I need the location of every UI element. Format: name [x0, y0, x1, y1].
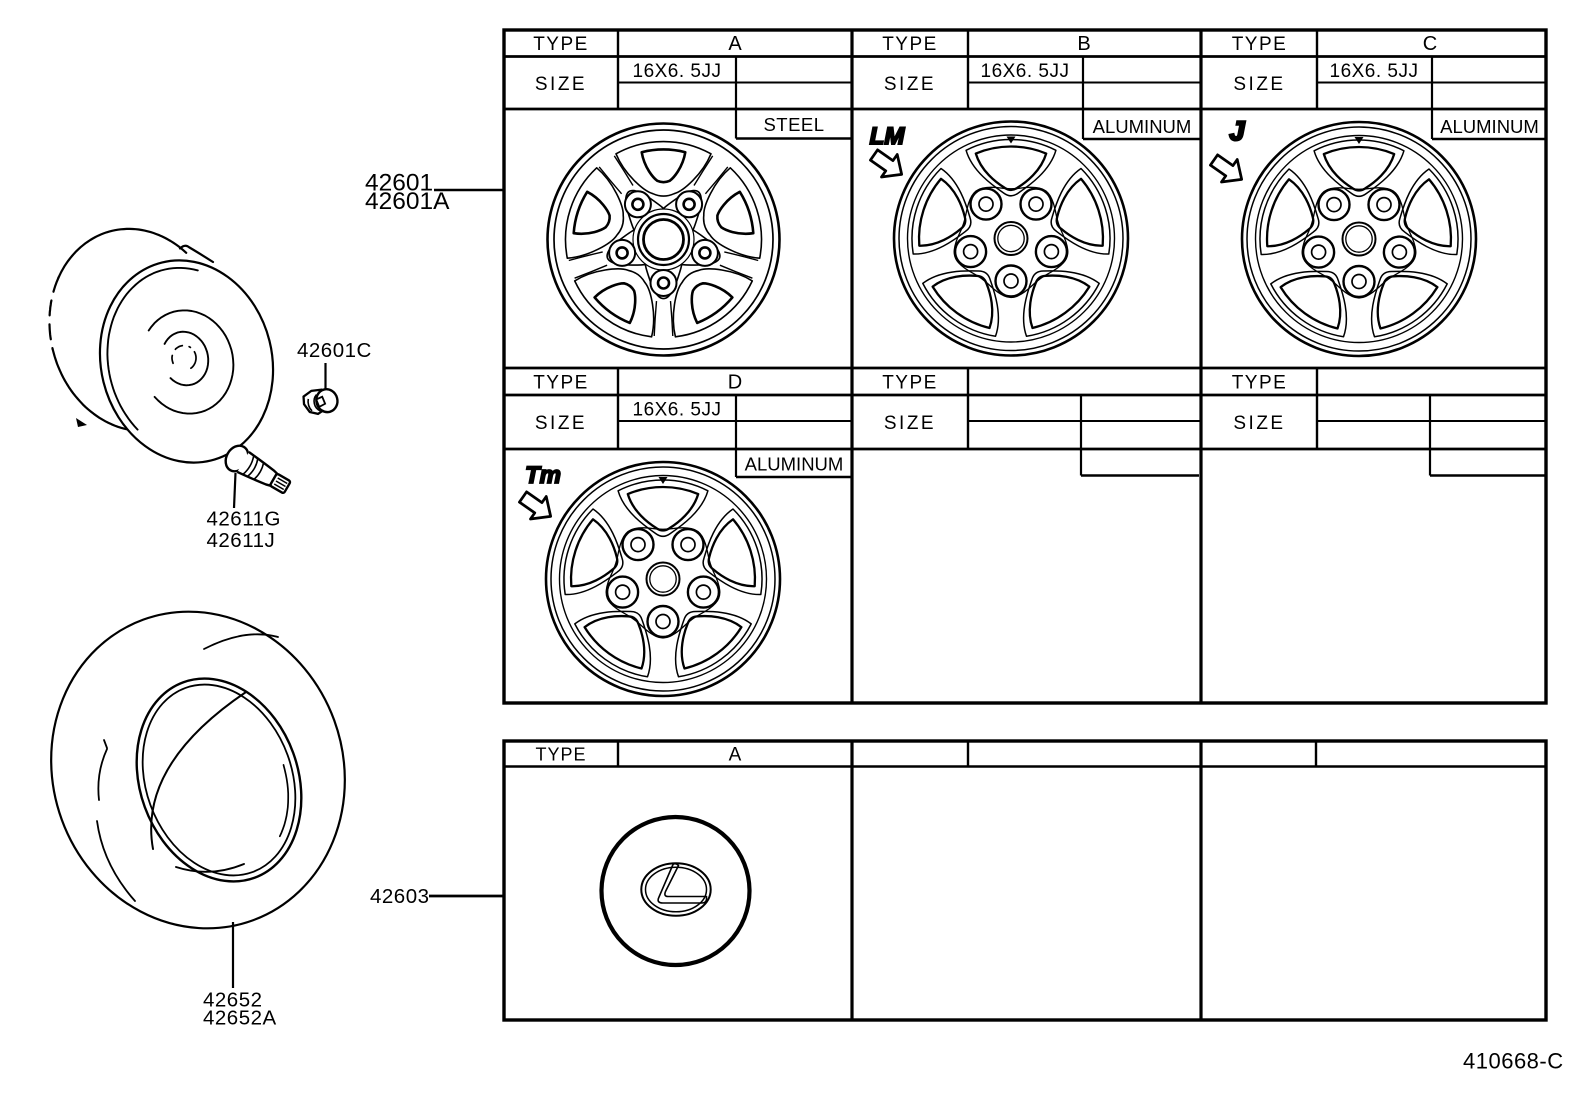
svg-text:410668-C: 410668-C	[1463, 1049, 1564, 1074]
svg-text:42603: 42603	[370, 885, 430, 908]
svg-text:42652A: 42652A	[203, 1007, 277, 1030]
svg-text:D: D	[728, 372, 742, 394]
svg-text:A: A	[729, 745, 742, 766]
svg-text:LM: LM	[870, 123, 906, 150]
svg-text:SIZE: SIZE	[884, 74, 936, 95]
svg-text:TYPE: TYPE	[882, 34, 938, 55]
svg-text:ALUMINUM: ALUMINUM	[1093, 116, 1192, 137]
svg-text:SIZE: SIZE	[884, 413, 936, 434]
svg-text:42611G: 42611G	[207, 508, 281, 531]
svg-text:TYPE: TYPE	[533, 34, 589, 55]
svg-text:42611J: 42611J	[207, 529, 276, 552]
svg-text:16X6. 5JJ: 16X6. 5JJ	[633, 61, 722, 82]
svg-text:42601: 42601	[365, 170, 433, 197]
svg-text:TYPE: TYPE	[882, 373, 938, 394]
svg-text:SIZE: SIZE	[535, 413, 587, 434]
svg-text:SIZE: SIZE	[1233, 413, 1285, 434]
svg-text:J: J	[1229, 116, 1245, 146]
svg-text:SIZE: SIZE	[535, 74, 587, 95]
svg-text:TYPE: TYPE	[1232, 34, 1288, 55]
svg-text:A: A	[728, 33, 742, 55]
svg-text:16X6. 5JJ: 16X6. 5JJ	[1330, 61, 1419, 82]
svg-text:TYPE: TYPE	[533, 373, 589, 394]
svg-text:ALUMINUM: ALUMINUM	[1440, 116, 1539, 137]
svg-text:42601C: 42601C	[297, 339, 372, 362]
svg-text:SIZE: SIZE	[1233, 74, 1285, 95]
svg-text:42652: 42652	[203, 989, 263, 1012]
svg-text:STEEL: STEEL	[763, 114, 824, 135]
svg-text:42601A: 42601A	[365, 188, 450, 215]
svg-text:B: B	[1077, 33, 1090, 55]
svg-text:Tm: Tm	[525, 462, 561, 489]
svg-text:C: C	[1423, 33, 1437, 55]
svg-text:ALUMINUM: ALUMINUM	[745, 454, 844, 475]
svg-text:16X6. 5JJ: 16X6. 5JJ	[633, 400, 722, 421]
svg-text:TYPE: TYPE	[1232, 373, 1288, 394]
svg-text:16X6. 5JJ: 16X6. 5JJ	[981, 61, 1070, 82]
svg-text:TYPE: TYPE	[535, 745, 586, 765]
